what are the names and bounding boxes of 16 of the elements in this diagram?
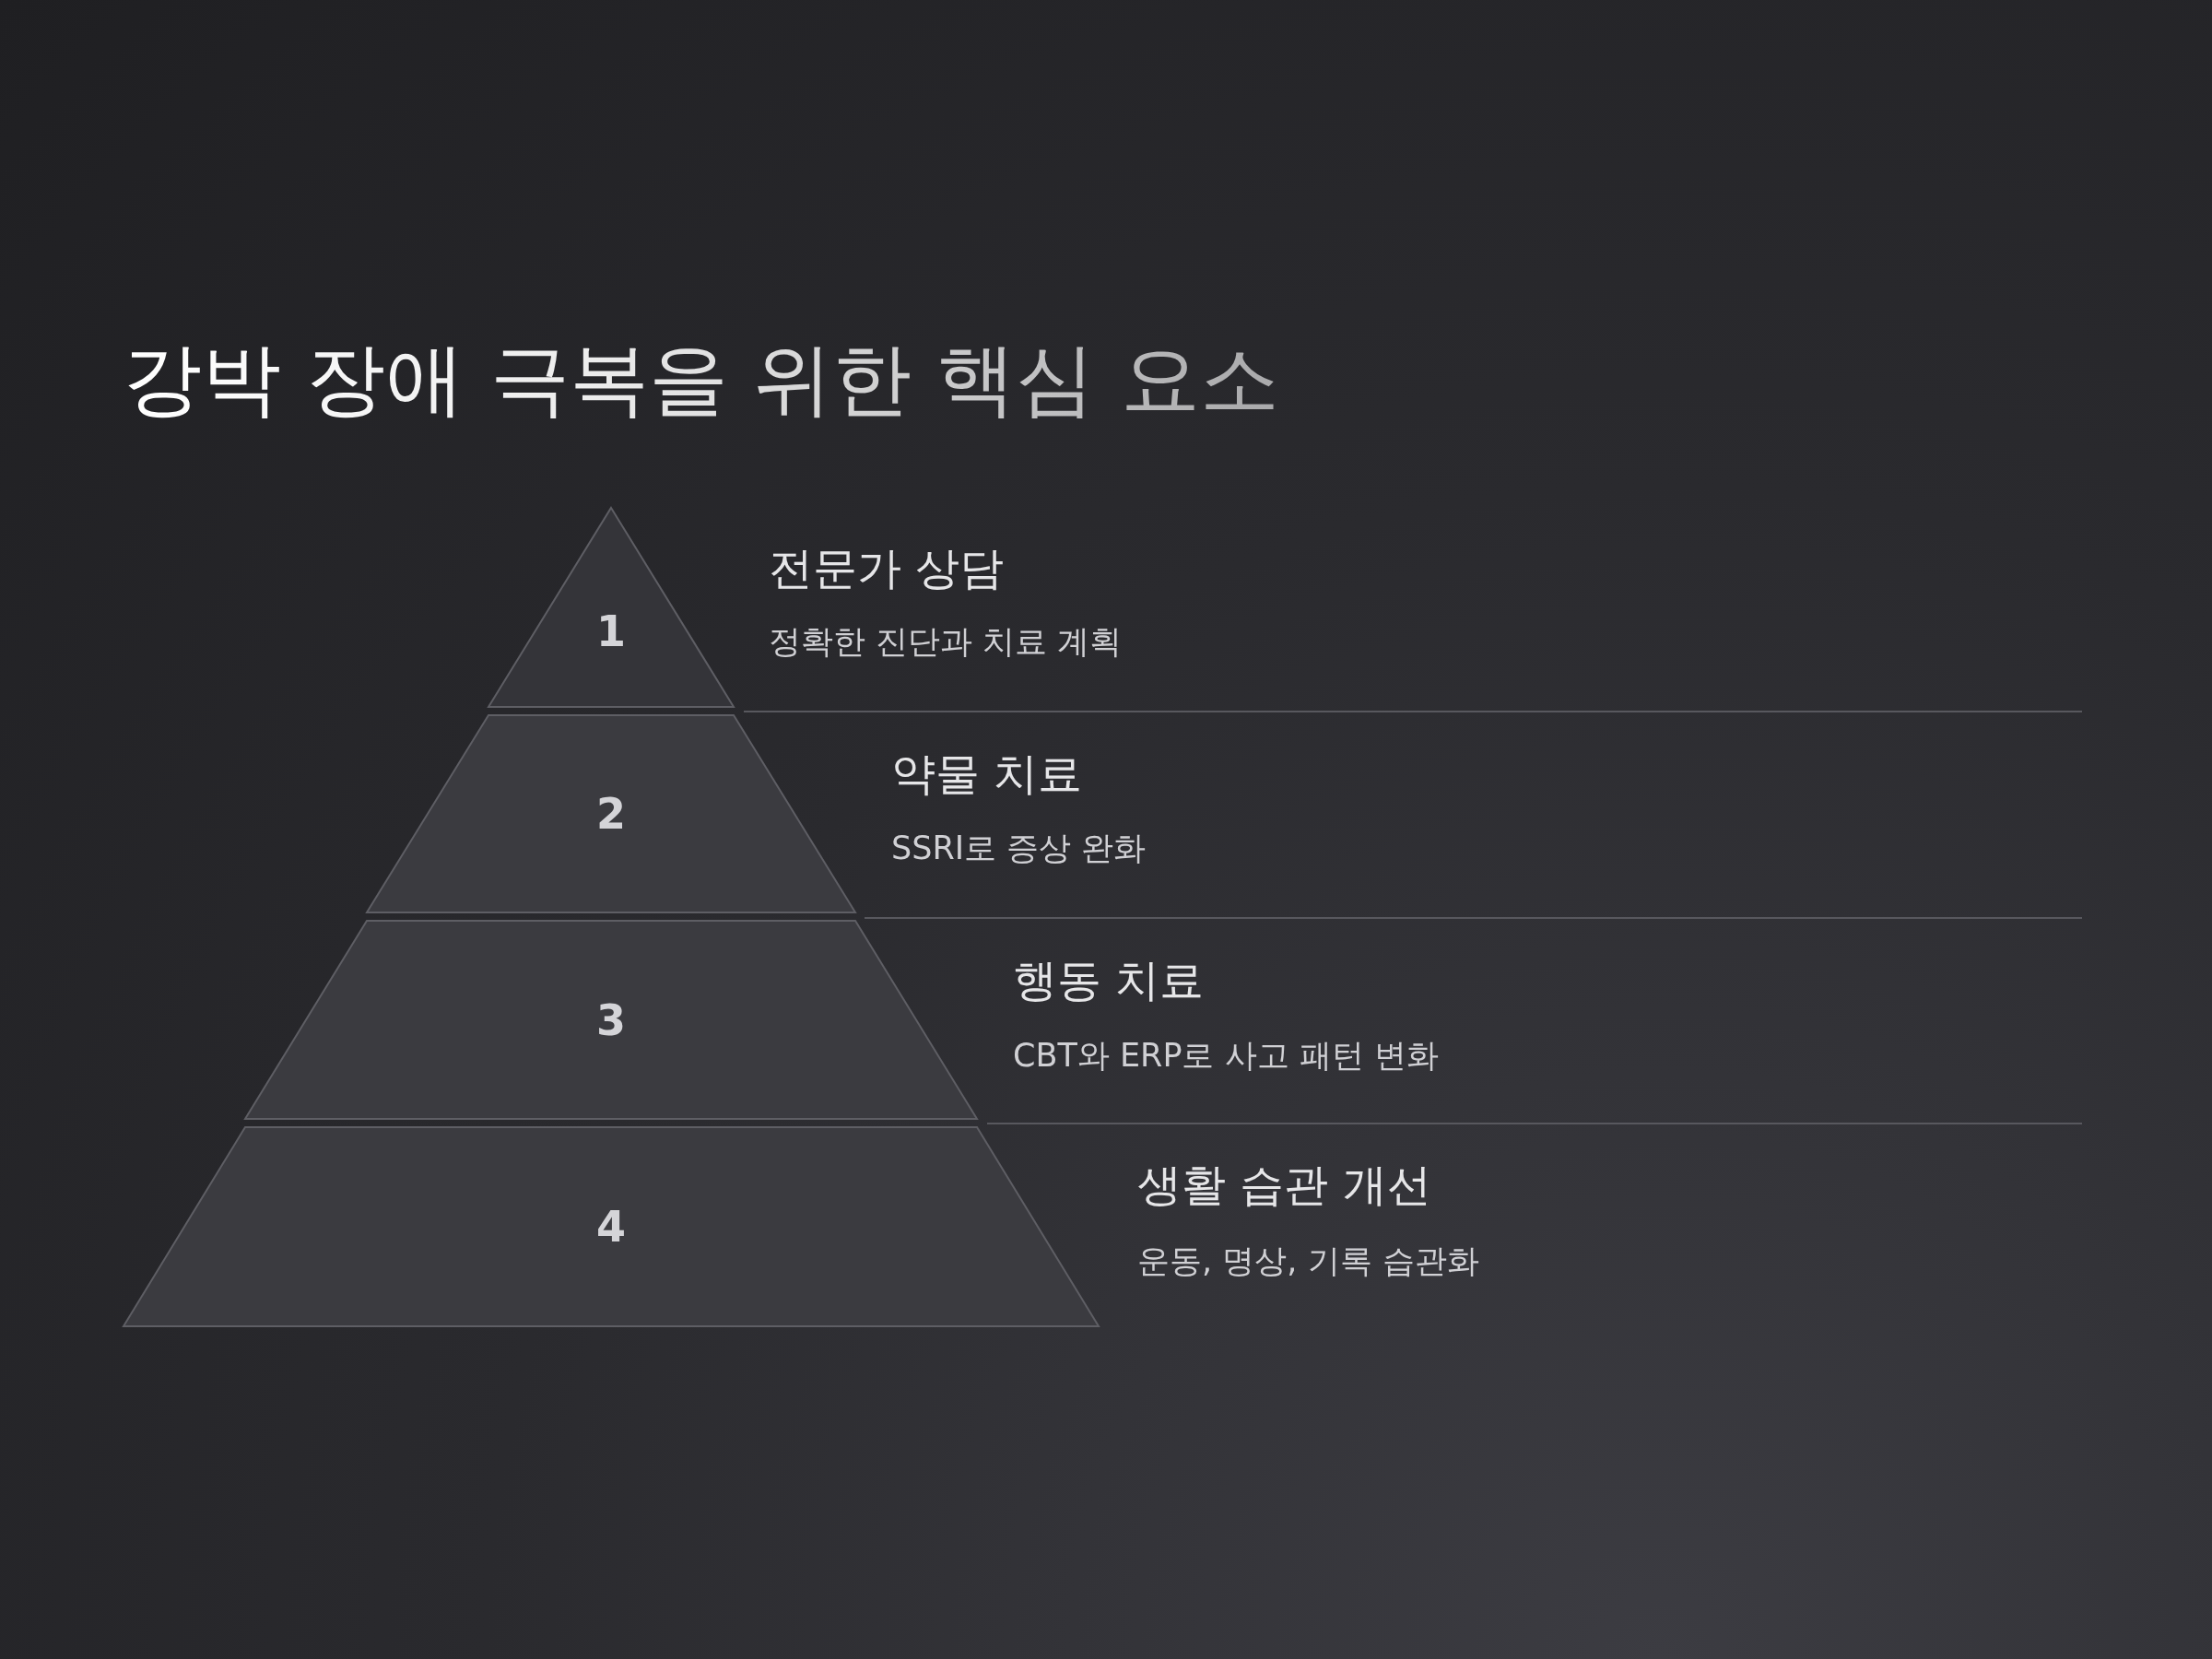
tier-heading: 전문가 상담	[769, 541, 1005, 595]
tier-number: 3	[596, 994, 626, 1045]
tier-description: 운동, 명상, 기록 습관화	[1137, 1241, 1479, 1281]
pyramid-tier	[367, 715, 855, 912]
tier-number: 2	[596, 789, 626, 839]
pyramid-tier	[124, 1127, 1099, 1326]
pyramid-tier	[488, 508, 734, 707]
tier-description: 정확한 진단과 치료 계획	[769, 621, 1123, 662]
tier-heading: 약물 치료	[891, 747, 1083, 801]
tier-number: 1	[596, 606, 626, 656]
pyramid-tier	[245, 921, 977, 1119]
tier-heading: 행동 치료	[1013, 953, 1205, 1007]
tier-description: CBT와 ERP로 사고 패턴 변화	[1013, 1035, 1439, 1076]
tier-heading: 생활 습관 개선	[1137, 1158, 1431, 1212]
tier-description: SSRI로 증상 완화	[891, 828, 1147, 868]
tier-number: 4	[596, 1202, 626, 1252]
